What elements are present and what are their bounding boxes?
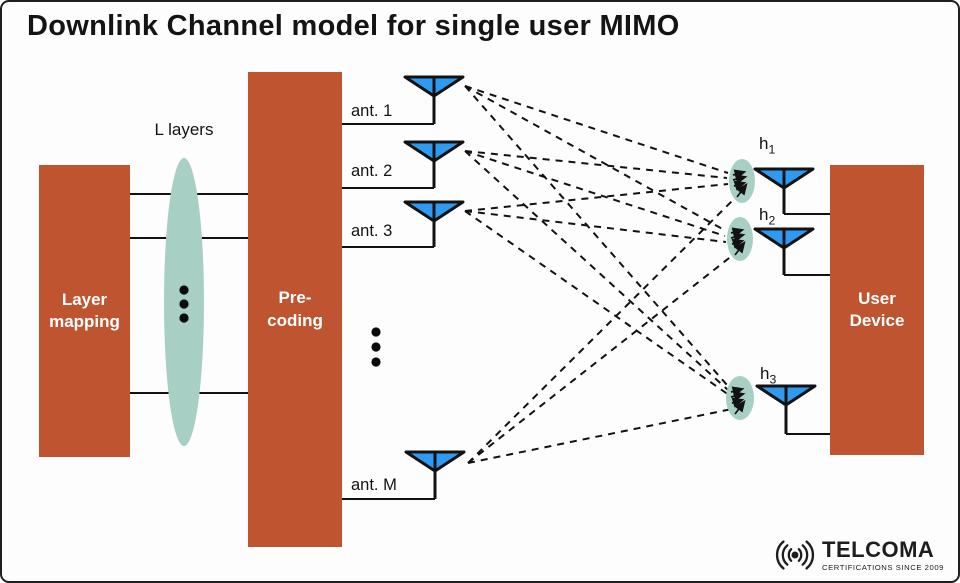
h1-channel-label: h1 [759, 134, 775, 156]
ant-M-label: ant. M [351, 476, 397, 494]
h1-base: h [759, 134, 769, 153]
h2-sub: 2 [768, 213, 776, 228]
user-device-label: User Device [849, 288, 905, 330]
rx-antenna-1 [753, 167, 815, 214]
pre-coding-label: Pre- coding [267, 288, 323, 330]
logo-brand: TELCOMA [822, 536, 935, 562]
h3-sub: 3 [769, 372, 777, 387]
ant-1-label: ant. 1 [351, 102, 393, 120]
h3-base: h [760, 364, 770, 383]
broadcast-icon [776, 540, 815, 570]
page-title: Downlink Channel model for single user M… [27, 10, 680, 42]
channel-cluster-h1 [729, 159, 755, 203]
logo-tagline: CERTIFICATIONS SINCE 2009 [822, 562, 944, 572]
tx-feed-lines [342, 123, 435, 500]
channel-cluster-h2 [727, 217, 753, 261]
tx-antenna-1 [403, 75, 465, 124]
layer-mapping-label: Layer mapping [49, 289, 120, 331]
user-device-block: User Device [830, 165, 924, 455]
channel-cluster-h3 [726, 376, 754, 420]
pre-coding-block: Pre- coding [248, 72, 342, 547]
rx-antenna-3 [755, 384, 817, 434]
layer-mapping-block: Layer mapping [39, 165, 130, 457]
logo-text: TELCOMA CERTIFICATIONS SINCE 2009 [822, 536, 944, 572]
tx-antenna-2 [403, 140, 465, 188]
multipath-dashed-lines [464, 85, 736, 464]
ant-2-label: ant. 2 [351, 162, 393, 180]
l-layers-label: L layers [154, 120, 214, 139]
h3-channel-label: h3 [760, 364, 776, 386]
rx-feed-lines [784, 213, 830, 435]
tx-antenna-3 [403, 200, 465, 247]
rx-antenna-2 [753, 227, 815, 275]
tx-antenna-M [404, 450, 466, 499]
ant-3-label: ant. 3 [351, 222, 393, 240]
h2-base: h [759, 205, 769, 224]
telcoma-logo: TELCOMA CERTIFICATIONS SINCE 2009 [771, 535, 944, 575]
h2-channel-label: h2 [759, 205, 775, 227]
h1-sub: 1 [768, 142, 776, 157]
antenna-ellipsis-dots-icon [371, 327, 381, 367]
layers-ellipsis-dots-icon [179, 285, 189, 323]
